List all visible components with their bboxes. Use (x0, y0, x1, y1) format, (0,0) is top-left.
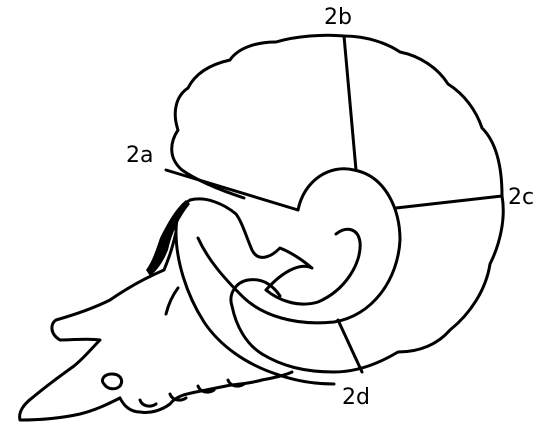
nose-detail (102, 374, 121, 389)
dome-divider-bottom (338, 320, 362, 372)
label-2c: 2c (508, 185, 534, 210)
dome-divider-right (396, 196, 502, 208)
label-2d: 2d (342, 385, 370, 410)
inner-band-inner (266, 229, 360, 304)
label-2a: 2a (126, 143, 153, 168)
forehead-ridge (146, 200, 190, 276)
eye-socket (166, 288, 178, 314)
dome-divider-top (344, 36, 356, 170)
tooth-1 (140, 400, 156, 406)
label-2b: 2b (324, 5, 352, 30)
